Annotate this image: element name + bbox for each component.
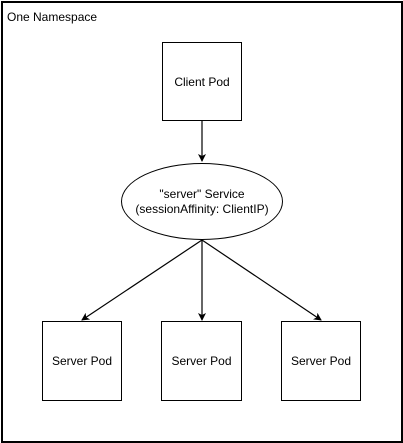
client-pod-label: Client Pod — [174, 74, 230, 89]
server-pod-label-3: Server Pod — [290, 354, 352, 368]
client-pod-node: Client Pod — [162, 42, 242, 121]
namespace-label: One Namespace — [7, 10, 98, 24]
edge-service-to-server-1 — [81, 239, 203, 321]
server-service-node: "server" Service (sessionAffinity: Clien… — [121, 163, 283, 240]
server-pod-node-3: Server Pod — [281, 321, 361, 401]
service-name-label: "server" Service — [159, 186, 245, 201]
server-pod-label-1: Server Pod — [51, 354, 113, 368]
server-pod-label-2: Server Pod — [171, 354, 232, 368]
server-pod-node-1: Server Pod — [42, 321, 122, 401]
server-pod-node-2: Server Pod — [161, 321, 242, 401]
service-affinity-label: (sessionAffinity: ClientIP) — [135, 201, 269, 216]
edge-service-to-server-3 — [201, 239, 322, 321]
